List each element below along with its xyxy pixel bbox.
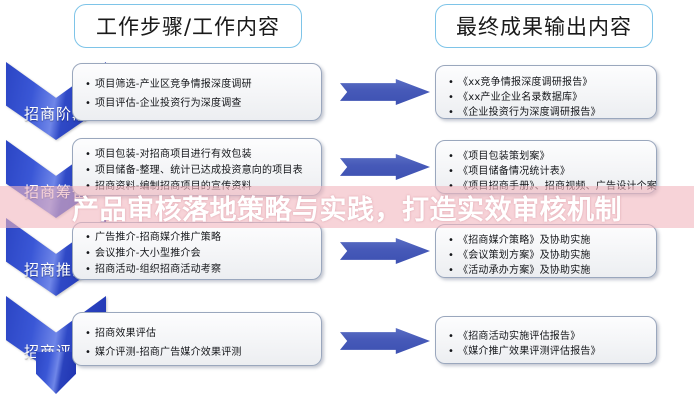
list-item: 广告推介-招商媒介推广策略 — [85, 230, 311, 246]
column-header-left: 工作步骤/工作内容 — [74, 4, 302, 48]
list-item: 《招商媒介策略》及协助实施 — [448, 233, 646, 248]
list-item: 《企业投资行为深度调研报告》 — [448, 105, 646, 120]
list-item: 《xx竞争情报深度调研报告》 — [448, 75, 646, 90]
list-item: 项目包装-对招商项目进行有效包装 — [85, 147, 311, 163]
work-content-list-1: 项目筛选-产业区竞争情报深度调研 项目评估-企业投资行为深度调查 — [85, 75, 311, 113]
output-content-box-2: 《项目包装策划案》 《项目储备情况统计表》 《项目招商手册》、招商视频、广告设计… — [435, 140, 657, 194]
work-content-list-2: 项目包装-对招商项目进行有效包装 项目储备-整理、统计已达成投资意向的项目表 招… — [85, 147, 311, 195]
arrow-right-icon-4 — [340, 328, 430, 354]
work-content-box-3: 广告推介-招商媒介推广策略 会议推介-大小型推介会 招商活动-组织招商活动考察 — [72, 222, 322, 280]
list-item: 媒介评测-招商广告媒介效果评测 — [85, 343, 311, 362]
list-item: 招商活动-组织招商活动考察 — [85, 262, 311, 278]
output-content-list-4: 《招商活动实施评估报告》 《媒介推广效果评测评估报告》 — [448, 329, 646, 359]
output-content-list-3: 《招商媒介策略》及协助实施 《会议策划方案》及协助实施 《活动承办方案》及协助实… — [448, 233, 646, 278]
list-item: 《项目包装策划案》 — [448, 149, 646, 164]
output-content-list-1: 《xx竞争情报深度调研报告》 《xx产业企业名录数据库》 《企业投资行为深度调研… — [448, 75, 646, 120]
list-item: 项目评估-企业投资行为深度调查 — [85, 94, 311, 113]
work-content-box-2: 项目包装-对招商项目进行有效包装 项目储备-整理、统计已达成投资意向的项目表 招… — [72, 138, 322, 196]
output-content-box-4: 《招商活动实施评估报告》 《媒介推广效果评测评估报告》 — [435, 316, 657, 364]
list-item: 《项目储备情况统计表》 — [448, 164, 646, 179]
list-item: 《会议策划方案》及协助实施 — [448, 248, 646, 263]
output-content-list-2: 《项目包装策划案》 《项目储备情况统计表》 《项目招商手册》、招商视频、广告设计… — [448, 149, 657, 194]
list-item: 招商效果评估 — [85, 324, 311, 343]
list-item: 《项目招商手册》、招商视频、广告设计个案 — [448, 179, 657, 194]
list-item: 项目储备-整理、统计已达成投资意向的项目表 — [85, 163, 311, 179]
list-item: 会议推介-大小型推介会 — [85, 246, 311, 262]
list-item: 《媒介推广效果评测评估报告》 — [448, 344, 646, 359]
work-content-box-1: 项目筛选-产业区竞争情报深度调研 项目评估-企业投资行为深度调查 — [72, 63, 322, 121]
output-content-box-1: 《xx竞争情报深度调研报告》 《xx产业企业名录数据库》 《企业投资行为深度调研… — [435, 65, 657, 120]
work-content-list-4: 招商效果评估 媒介评测-招商广告媒介效果评测 — [85, 324, 311, 362]
list-item: 招商资料-编制招商项目的宣传资料 — [85, 179, 311, 195]
work-content-box-4: 招商效果评估 媒介评测-招商广告媒介效果评测 — [72, 312, 322, 366]
list-item: 《活动承办方案》及协助实施 — [448, 263, 646, 278]
output-content-box-3: 《招商媒介策略》及协助实施 《会议策划方案》及协助实施 《活动承办方案》及协助实… — [435, 224, 657, 278]
arrow-right-icon-2 — [340, 154, 430, 180]
arrow-right-icon-1 — [340, 79, 430, 105]
list-item: 项目筛选-产业区竞争情报深度调研 — [85, 75, 311, 94]
arrow-right-icon-3 — [340, 238, 430, 264]
list-item: 《招商活动实施评估报告》 — [448, 329, 646, 344]
list-item: 《xx产业企业名录数据库》 — [448, 90, 646, 105]
work-content-list-3: 广告推介-招商媒介推广策略 会议推介-大小型推介会 招商活动-组织招商活动考察 — [85, 230, 311, 278]
column-header-right: 最终成果输出内容 — [435, 4, 653, 48]
